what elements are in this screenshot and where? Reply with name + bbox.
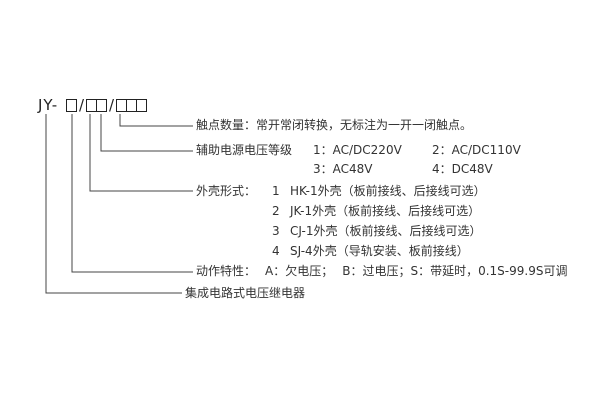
action-option-s: S：带延时，0.1S-99.9S可调 — [410, 264, 568, 278]
aux-supply-option-4: 4：DC48V — [432, 162, 493, 176]
action-option-a: A：欠电压； — [265, 264, 334, 278]
case-type-option-3-text: CJ-1外壳（板前接线、后接线可选） — [290, 224, 482, 238]
model-code-group-case-aux — [86, 98, 107, 112]
model-code-separator: / — [78, 96, 85, 114]
aux-supply-option-3: 3：AC48V — [313, 162, 373, 176]
contact-count-label: 触点数量：常开常闭转换，无标注为一开一闭触点。 — [196, 118, 473, 132]
aux-supply-option-1: 1：AC/DC220V — [313, 143, 402, 157]
case-type-option-4-text: SJ-4外壳（导轨安装、板前接线） — [290, 244, 469, 258]
product-name-label: 集成电路式电压继电器 — [185, 286, 306, 300]
case-type-option-3-num: 3 — [272, 224, 280, 238]
connector-product-name — [45, 114, 182, 294]
aux-supply-title: 辅助电源电压等级 — [196, 143, 293, 157]
action-characteristic-title: 动作特性： — [196, 264, 257, 278]
model-code-separator: / — [108, 96, 115, 114]
action-option-b: B：过电压； — [342, 264, 411, 278]
case-type-title: 外壳形式： — [196, 184, 257, 198]
case-type-option-2-text: JK-1外壳（板前接线、后接线可选） — [290, 204, 481, 218]
connector-aux-supply — [100, 114, 193, 152]
connector-contact-count — [119, 114, 193, 127]
model-code-box — [66, 98, 77, 112]
model-code: JY- / / — [38, 96, 147, 114]
case-type-option-4-num: 4 — [272, 244, 280, 258]
model-code-box — [136, 98, 147, 112]
model-code-group-contact — [116, 98, 147, 112]
model-code-group-action — [66, 98, 77, 112]
case-type-option-1-num: 1 — [272, 184, 280, 198]
case-type-option-1-text: HK-1外壳（板前接线、后接线可选） — [290, 184, 486, 198]
aux-supply-option-2: 2：AC/DC110V — [432, 143, 521, 157]
connector-action-characteristic — [71, 114, 193, 273]
model-code-box — [96, 98, 107, 112]
action-characteristic-row: 动作特性： A：欠电压； B：过电压； S：带延时，0.1S-99.9S可调 — [196, 265, 567, 278]
connector-case-type — [89, 114, 193, 192]
model-code-prefix: JY- — [38, 96, 59, 114]
case-type-option-2-num: 2 — [272, 204, 280, 218]
